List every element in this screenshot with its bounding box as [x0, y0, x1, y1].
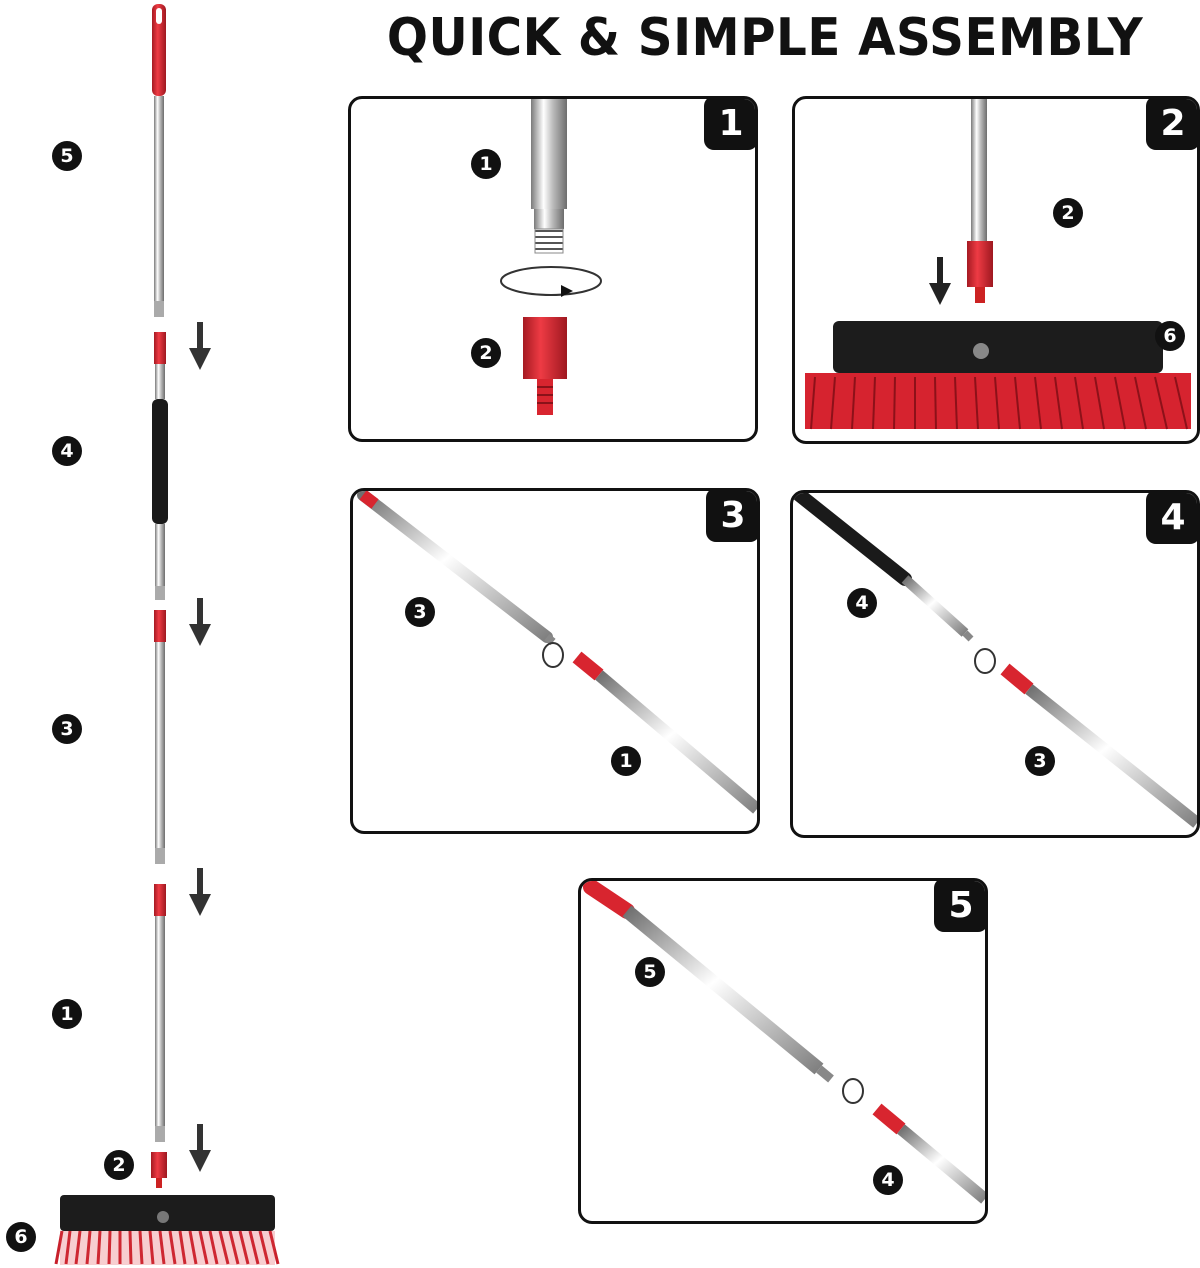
step-panel-1: 1 1 2 [348, 96, 758, 442]
step-number-badge: 2 [1146, 99, 1197, 150]
side-label-5: 5 [52, 141, 82, 171]
step-panel-5: 5 5 4 [578, 878, 988, 1224]
side-label-4: 4 [52, 436, 82, 466]
part-label: 1 [471, 149, 501, 179]
part-label: 5 [635, 957, 665, 987]
step-1-illustration [500, 99, 602, 415]
step-panel-2: 2 2 6 [792, 96, 1200, 444]
side-label-1: 1 [52, 999, 82, 1029]
part-label: 4 [873, 1165, 903, 1195]
part-label: 2 [471, 338, 501, 368]
step-3-illustration [357, 491, 757, 814]
side-label-3: 3 [52, 714, 82, 744]
part-label: 6 [1155, 321, 1185, 351]
step-panel-3: 3 3 1 [350, 488, 760, 834]
step-number-badge: 4 [1146, 493, 1197, 544]
side-label-6: 6 [6, 1222, 36, 1252]
exploded-broom-illustration [54, 4, 280, 1265]
page-title: QUICK & SIMPLE ASSEMBLY [386, 8, 1144, 68]
step-number-badge: 1 [704, 99, 755, 150]
part-label: 3 [1025, 746, 1055, 776]
step-5-illustration [583, 881, 985, 1204]
part-label: 2 [1053, 198, 1083, 228]
side-label-2: 2 [104, 1150, 134, 1180]
part-label: 4 [847, 588, 877, 618]
step-number-badge: 5 [934, 881, 985, 932]
step-2-illustration [805, 99, 1191, 430]
part-label: 3 [405, 597, 435, 627]
step-number-badge: 3 [706, 491, 757, 542]
exploded-view: 5 4 3 1 2 6 [0, 0, 300, 1268]
step-panel-4: 4 4 3 [790, 490, 1200, 838]
part-label: 1 [611, 746, 641, 776]
step-4-illustration [793, 493, 1197, 828]
